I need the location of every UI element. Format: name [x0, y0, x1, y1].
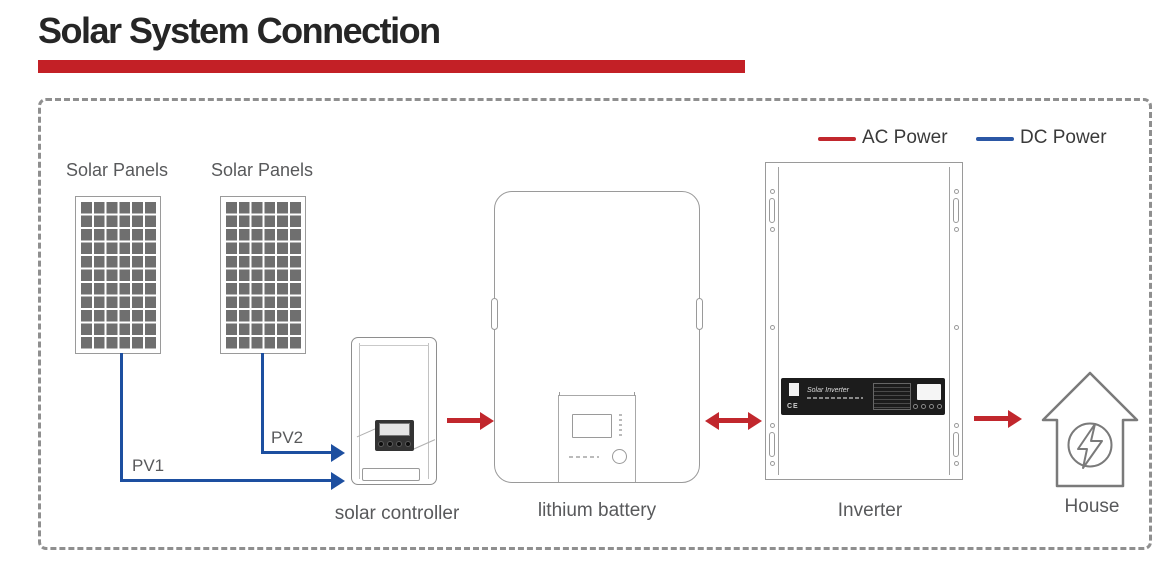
pv1-wire-vertical: [120, 353, 123, 482]
diagram-frame: [38, 98, 1152, 550]
battery-left-handle: [491, 298, 498, 330]
controller-right-edge-line: [428, 343, 429, 479]
inverter-right-mounting-rail: [949, 167, 962, 475]
battery-microtext: [569, 456, 599, 458]
solar-controller: [351, 337, 437, 485]
controller-lcd-screen: [379, 423, 410, 436]
battery-vertical-microtext: [619, 414, 622, 438]
controller-vent-slot: [362, 468, 420, 481]
mounting-slot-icon: [953, 198, 959, 223]
pv2-label: PV2: [271, 428, 304, 447]
mounting-hole-icon: [769, 189, 775, 194]
solar-panel-1: [75, 196, 161, 354]
solar-panel-2: [220, 196, 306, 354]
solar-controller-label: solar controller: [334, 503, 460, 524]
arrowhead-right-icon: [480, 411, 494, 430]
pv1-wire-horizontal: [120, 479, 332, 482]
mounting-slot-icon: [953, 432, 959, 457]
controller-top-line: [359, 345, 429, 346]
battery-control-panel: [558, 392, 636, 482]
inverter-button-4: [937, 404, 942, 409]
inverter-logo-icon: [789, 383, 799, 396]
house-icon: [1041, 371, 1139, 488]
mounting-slot-icon: [769, 432, 775, 457]
solar-panel-1-label: Solar Panels: [65, 160, 169, 180]
mounting-slot-icon: [769, 198, 775, 223]
controller-left-edge-line: [359, 343, 360, 479]
battery-panel-tick-left: [559, 392, 560, 396]
house-label: House: [1064, 496, 1120, 517]
lithium-battery-label: lithium battery: [537, 500, 657, 521]
mounting-hole-icon: [769, 227, 775, 232]
solar-panel-2-label: Solar Panels: [210, 160, 314, 180]
controller-display-module: [375, 420, 414, 451]
controller-button-1: [378, 441, 384, 447]
lightning-bolt-icon: [1077, 423, 1103, 469]
mounting-hole-icon: [953, 325, 959, 330]
lithium-battery: [491, 191, 703, 483]
battery-power-button: [612, 449, 627, 464]
inverter-label: Inverter: [837, 500, 903, 521]
inverter-button-3: [929, 404, 934, 409]
legend-label-ac: AC Power: [862, 127, 948, 148]
controller-accent-line-right: [412, 439, 436, 450]
legend-label-dc: DC Power: [1020, 127, 1107, 148]
battery-display: [572, 414, 612, 438]
pv2-wire-arrowhead: [331, 444, 345, 462]
mounting-hole-icon: [769, 461, 775, 466]
arrowhead-right-icon: [748, 411, 762, 430]
inverter-left-mounting-rail: [766, 167, 779, 475]
mounting-hole-icon: [953, 423, 959, 428]
ac-arrow-controller-to-battery: [447, 411, 494, 430]
mounting-hole-icon: [769, 325, 775, 330]
pv1-wire-arrowhead: [331, 472, 345, 490]
battery-panel-tick-right: [634, 392, 635, 396]
pv1-label: PV1: [132, 456, 165, 475]
ac-arrow-battery-inverter-bidirectional: [705, 411, 762, 430]
inverter-brand-text: Solar Inverter: [807, 387, 850, 394]
dc-power-line-swatch: [976, 137, 1014, 141]
arrowhead-right-icon: [1008, 409, 1022, 428]
inverter-button-2: [921, 404, 926, 409]
mounting-hole-icon: [769, 423, 775, 428]
mounting-hole-icon: [953, 227, 959, 232]
title-underline-bar: [38, 60, 745, 73]
controller-button-3: [396, 441, 402, 447]
solar-panel-1-cells: [79, 200, 157, 350]
inverter-brand-subtext: [807, 397, 863, 399]
inverter-faceplate: Solar Inverter CE: [781, 378, 945, 415]
page-title: Solar System Connection: [38, 10, 441, 51]
battery-right-handle: [696, 298, 703, 330]
mounting-hole-icon: [953, 189, 959, 194]
mounting-hole-icon: [953, 461, 959, 466]
inverter-display: [917, 384, 941, 400]
ac-arrow-inverter-to-house: [974, 409, 1022, 428]
pv2-wire-horizontal: [261, 451, 332, 454]
pv2-wire-vertical: [261, 353, 264, 453]
ac-power-line-swatch: [818, 137, 856, 141]
controller-button-4: [405, 441, 411, 447]
solar-panel-2-cells: [224, 200, 302, 350]
inverter-button-1: [913, 404, 918, 409]
controller-button-2: [387, 441, 393, 447]
inverter-ce-mark: CE: [787, 403, 799, 410]
inverter: Solar Inverter CE: [765, 162, 963, 480]
arrowhead-left-icon: [705, 411, 719, 430]
inverter-spec-table: [873, 383, 911, 410]
